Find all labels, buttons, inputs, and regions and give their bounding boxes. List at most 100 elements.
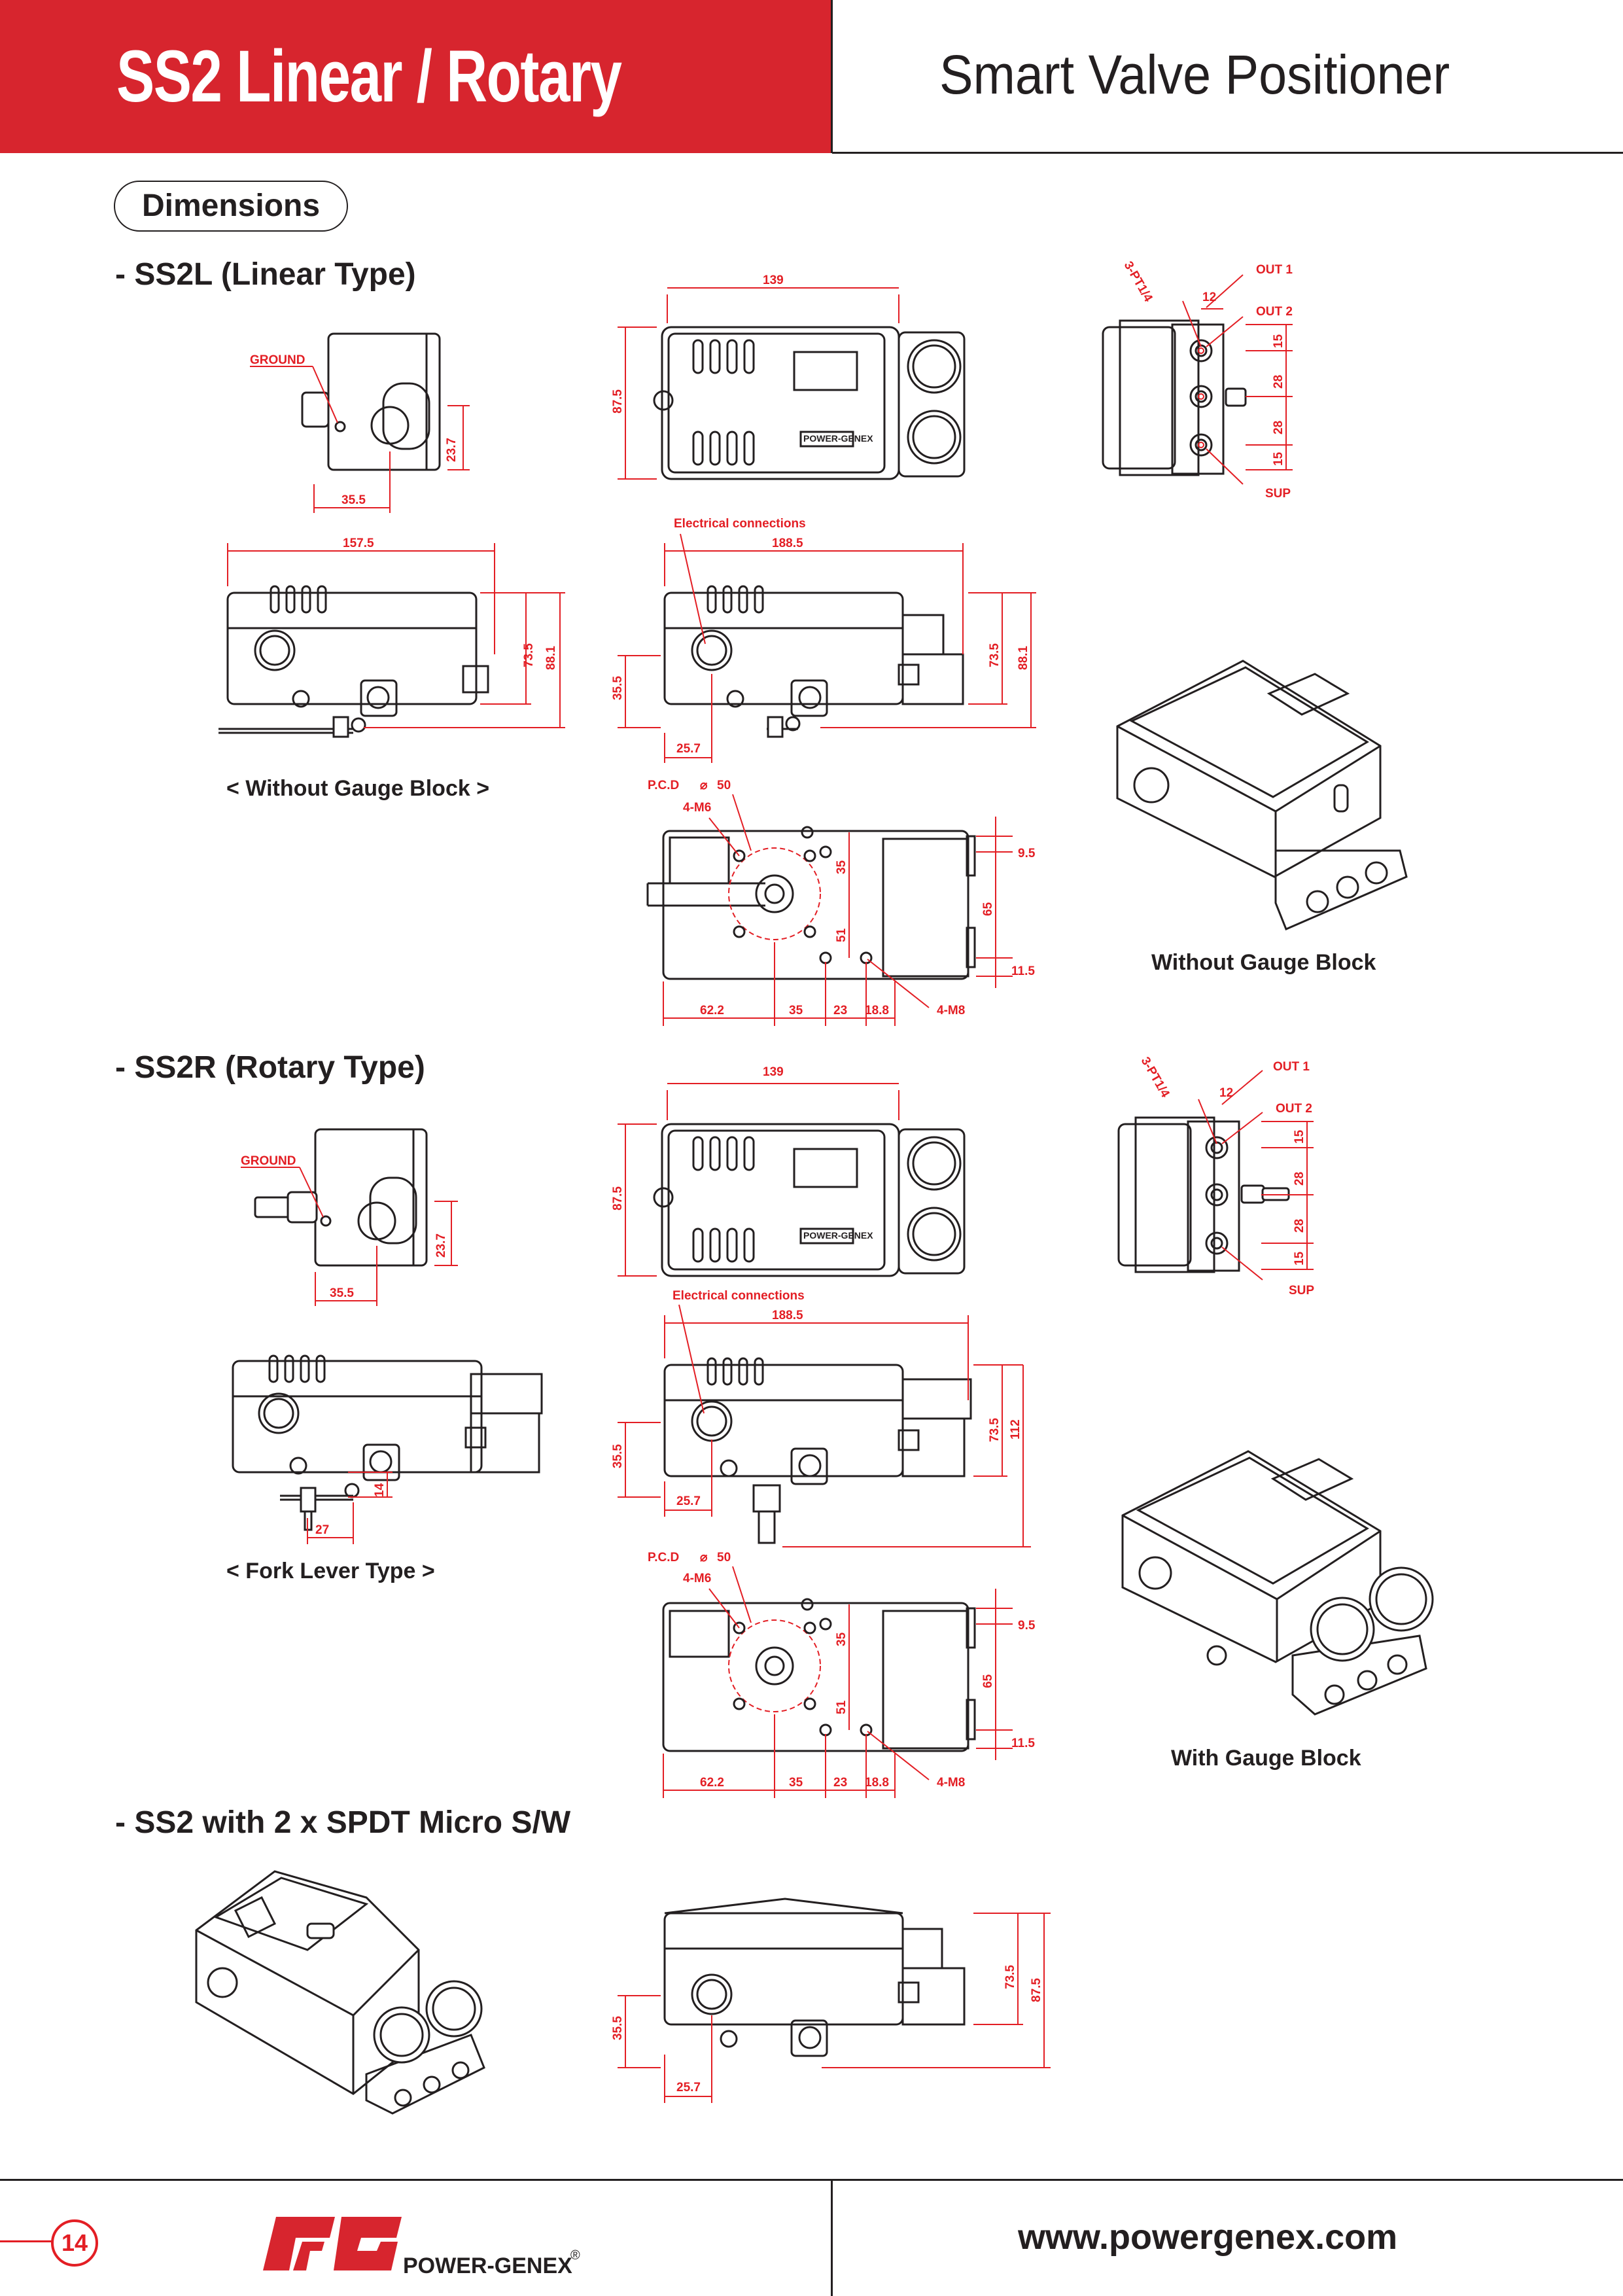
label-pt-linear: 3-PT1/4 bbox=[1121, 259, 1155, 304]
dim-35-5-linear-b: 35.5 bbox=[611, 676, 625, 700]
page-number: 14 bbox=[51, 2219, 98, 2267]
dim-15a-rotary: 15 bbox=[1293, 1129, 1306, 1144]
footer-rule bbox=[0, 2179, 1623, 2181]
linear-port-view bbox=[1102, 274, 1293, 485]
caption-with-gauge-block: With Gauge Block bbox=[1171, 1746, 1361, 1771]
dim-139-linear: 139 bbox=[763, 274, 784, 287]
label-m8-rotary: 4-M8 bbox=[937, 1776, 965, 1790]
linear-side-view bbox=[250, 332, 470, 513]
label-ground-rotary: GROUND bbox=[241, 1154, 296, 1168]
dim-35-linear-v: 35 bbox=[835, 860, 848, 874]
dim-139-rotary: 139 bbox=[763, 1065, 784, 1079]
label-ground-linear: GROUND bbox=[250, 353, 305, 367]
linear-front-view bbox=[653, 326, 966, 480]
dim-35-5-rotary-b: 35.5 bbox=[611, 1444, 625, 1468]
brand-name: POWER-GENEX bbox=[403, 2253, 572, 2278]
micro-switch-isometric bbox=[195, 1870, 485, 2115]
dim-87-5-rotary: 87.5 bbox=[611, 1186, 625, 1210]
brand-logo-icon bbox=[263, 2217, 402, 2270]
plate-brand-rotary: POWER-GENEX bbox=[803, 1230, 873, 1241]
caption-without-gauge-block: Without Gauge Block bbox=[1151, 950, 1376, 975]
micro-switch-side-view bbox=[663, 1898, 966, 2057]
dim-28b-linear: 28 bbox=[1272, 421, 1285, 434]
dim-87-5-micro: 87.5 bbox=[1030, 1978, 1043, 2002]
rotary-front-view bbox=[653, 1123, 966, 1277]
label-out1-rotary: OUT 1 bbox=[1273, 1060, 1310, 1074]
dim-11-5-rotary: 11.5 bbox=[1011, 1737, 1035, 1750]
label-electrical-rotary: Electrical connections bbox=[672, 1289, 805, 1303]
dim-12-rotary: 12 bbox=[1219, 1086, 1233, 1100]
page-number-rule bbox=[0, 2240, 54, 2242]
dim-14-rotary: 14 bbox=[373, 1483, 387, 1497]
dim-35-5-micro: 35.5 bbox=[611, 2016, 625, 2040]
dim-23-7: 23.7 bbox=[445, 438, 459, 462]
dim-188-5-linear: 188.5 bbox=[772, 537, 803, 550]
dim-11-5-linear: 11.5 bbox=[1011, 964, 1035, 978]
linear-bottom-view-electrical bbox=[663, 585, 964, 738]
dim-73-5-linear: 73.5 bbox=[522, 643, 536, 667]
dim-112-rotary: 112 bbox=[1009, 1419, 1022, 1439]
label-out2-linear: OUT 2 bbox=[1256, 305, 1293, 319]
dim-65-rotary: 65 bbox=[981, 1674, 995, 1688]
label-pcd-rotary: P.C.D bbox=[648, 1551, 679, 1564]
dim-15b-rotary: 15 bbox=[1293, 1251, 1306, 1265]
label-pcd-linear: P.C.D bbox=[648, 779, 679, 792]
dim-62-2-rotary: 62.2 bbox=[700, 1776, 724, 1790]
dim-25-7-linear: 25.7 bbox=[676, 742, 701, 756]
dim-51-rotary: 51 bbox=[835, 1700, 848, 1714]
section-title-micro: - SS2 with 2 x SPDT Micro S/W bbox=[115, 1805, 571, 1840]
section-title-rotary: - SS2R (Rotary Type) bbox=[115, 1050, 425, 1085]
dim-88-1-linear: 88.1 bbox=[544, 646, 558, 670]
dim-27-rotary: 27 bbox=[315, 1523, 329, 1537]
label-pcd-value-linear: 50 bbox=[717, 779, 731, 792]
dim-35-linear-h: 35 bbox=[789, 1004, 803, 1017]
label-electrical-linear: Electrical connections bbox=[674, 517, 806, 531]
rotary-isometric-with-gauge bbox=[1121, 1450, 1434, 1716]
dim-25-7-micro: 25.7 bbox=[676, 2081, 701, 2094]
dim-15b-linear: 15 bbox=[1272, 451, 1285, 466]
dim-73-5-rotary: 73.5 bbox=[988, 1418, 1002, 1442]
header-divider bbox=[831, 0, 833, 153]
dim-9-5-linear: 9.5 bbox=[1018, 847, 1036, 860]
rotary-fork-lever-view bbox=[232, 1354, 543, 1531]
plate-brand-linear: POWER-GENEX bbox=[803, 433, 873, 444]
page-subtitle: Smart Valve Positioner bbox=[939, 44, 1450, 105]
dim-18-8-rotary: 18.8 bbox=[865, 1776, 889, 1790]
label-m6-rotary: 4-M6 bbox=[683, 1572, 711, 1585]
website-url[interactable]: www.powergenex.com bbox=[1018, 2217, 1398, 2257]
dim-73-5-linear-b: 73.5 bbox=[988, 643, 1002, 667]
caption-fork-lever: < Fork Lever Type > bbox=[226, 1559, 435, 1583]
dim-88-1-linear-b: 88.1 bbox=[1017, 646, 1030, 670]
dim-28b-rotary: 28 bbox=[1293, 1219, 1306, 1233]
label-out1-linear: OUT 1 bbox=[1256, 263, 1293, 277]
rotary-bottom-view-electrical bbox=[663, 1357, 972, 1544]
label-sup-rotary: SUP bbox=[1289, 1284, 1314, 1298]
label-pt-rotary: 3-PT1/4 bbox=[1138, 1055, 1172, 1100]
label-m8-linear: 4-M8 bbox=[937, 1004, 965, 1017]
section-pill-label: Dimensions bbox=[141, 188, 321, 223]
dimension-drawings: GROUND 23.7 35.5 POWER-GENEX 139 87.5 bbox=[195, 259, 1434, 2115]
label-sup-linear: SUP bbox=[1265, 487, 1291, 501]
dim-35-5: 35.5 bbox=[341, 493, 366, 507]
dim-12-linear: 12 bbox=[1202, 291, 1216, 304]
dim-35-5-rotary: 35.5 bbox=[330, 1286, 354, 1300]
dim-188-5-rotary: 188.5 bbox=[772, 1309, 803, 1322]
pcd-diameter-symbol-rotary: ⌀ bbox=[700, 1551, 708, 1564]
dim-25-7-rotary: 25.7 bbox=[676, 1494, 701, 1508]
dim-23-rotary: 23 bbox=[833, 1776, 847, 1790]
registered-mark-icon: ® bbox=[570, 2248, 580, 2263]
linear-mounting-view bbox=[646, 826, 976, 980]
header-rule bbox=[832, 152, 1623, 154]
rotary-mounting-view bbox=[662, 1598, 976, 1752]
page-title: SS2 Linear / Rotary bbox=[116, 35, 622, 117]
dim-28a-linear: 28 bbox=[1272, 375, 1285, 389]
rotary-port-view bbox=[1117, 1070, 1314, 1280]
label-out2-rotary: OUT 2 bbox=[1276, 1102, 1312, 1116]
dim-65-linear: 65 bbox=[981, 902, 995, 916]
dim-28a-rotary: 28 bbox=[1293, 1172, 1306, 1186]
dim-15a-linear: 15 bbox=[1272, 334, 1285, 348]
dim-23-7-rotary: 23.7 bbox=[434, 1233, 448, 1258]
dim-157-5: 157.5 bbox=[343, 537, 374, 550]
dim-51-linear: 51 bbox=[835, 928, 848, 942]
dim-23-linear: 23 bbox=[833, 1004, 847, 1017]
